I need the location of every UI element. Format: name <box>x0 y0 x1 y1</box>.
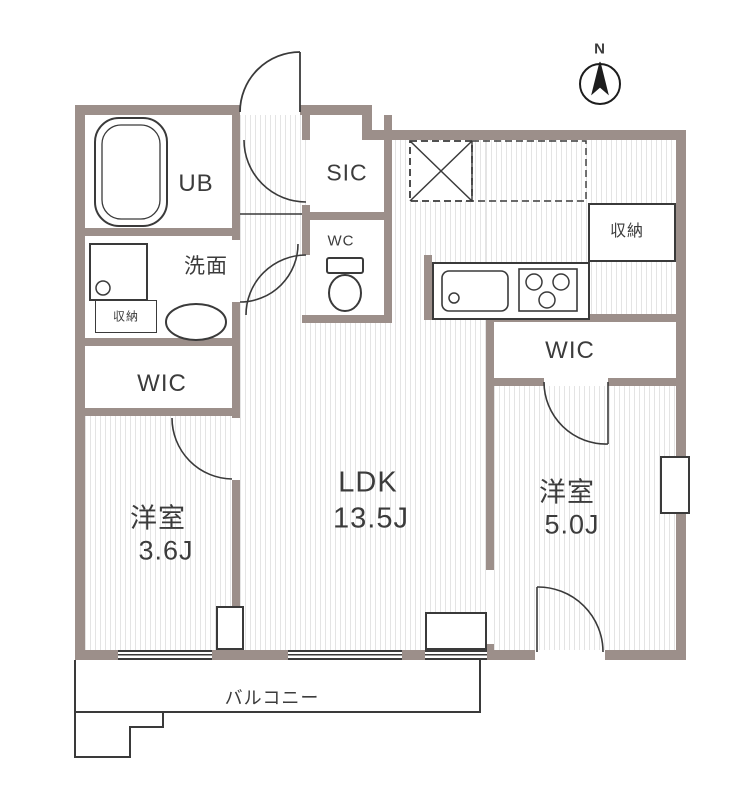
label-ldk-size: 13.5J <box>333 502 409 535</box>
label-washroom: 洗面 <box>184 255 228 278</box>
label-bedroom-left: 洋室 <box>130 503 186 534</box>
wall-left-column-lower <box>232 480 240 650</box>
label-wic-right: WIC <box>545 337 595 364</box>
wall-wic-right-bottom-b <box>608 378 676 386</box>
wall-outer-right <box>676 130 686 660</box>
wall-outer-top-right <box>362 130 686 140</box>
bedroom-left-door-leaf <box>216 606 244 650</box>
storage-right-box <box>588 203 676 262</box>
label-toilet: WC <box>327 232 355 250</box>
room-wic-left <box>85 346 232 408</box>
wall-sic-left-b <box>302 205 310 255</box>
label-bedroom-right: 洋室 <box>539 477 595 508</box>
label-shoe-closet: SIC <box>326 159 368 186</box>
balcony-door-leaf <box>425 612 487 650</box>
wall-left-column-mid <box>232 302 240 418</box>
wall-ldk-bedroom-right-upper <box>486 314 494 570</box>
wall-outer-top-left <box>75 105 240 115</box>
wall-bath-washroom <box>85 228 232 236</box>
wall-sic-wc-divider <box>302 212 392 220</box>
north-compass-icon <box>579 63 621 105</box>
wall-outer-step <box>362 105 372 140</box>
kitchen-counter <box>432 262 590 320</box>
wall-washroom-wic <box>85 338 232 346</box>
label-bedroom-right-size: 5.0J <box>544 509 600 540</box>
label-north: N <box>594 40 606 58</box>
wall-wic-bedroom-left <box>85 408 232 416</box>
right-bay-window <box>660 456 690 514</box>
label-unit-bath: UB <box>178 170 214 197</box>
label-storage-right: 収納 <box>609 223 645 240</box>
door-arc-entrance <box>239 51 301 113</box>
label-bedroom-left-size: 3.6J <box>138 535 194 566</box>
label-balcony: バルコニー <box>224 688 320 708</box>
building-step-outline <box>74 712 164 758</box>
window-bedroom-left <box>118 650 212 660</box>
label-storage-left: 収納 <box>112 309 140 324</box>
north-arrow-icon <box>591 61 609 96</box>
wall-sic-left-a <box>302 115 310 140</box>
wall-outer-top-mid <box>300 105 372 115</box>
wall-ldk-bedroom-right-lower <box>486 644 494 650</box>
window-ldk <box>288 650 402 660</box>
label-wic-left: WIC <box>137 370 187 397</box>
wall-wic-right-bottom-a <box>486 378 544 386</box>
room-wic-right <box>494 322 676 378</box>
storage-left-box <box>95 300 157 333</box>
balcony-door-opening <box>425 650 487 660</box>
opening-bedroom-right-bottom <box>535 650 605 660</box>
wall-wc-bottom <box>302 315 392 323</box>
wall-kitchen-stub <box>424 255 432 320</box>
label-ldk: LDK <box>338 466 398 499</box>
wall-left-column-upper <box>232 105 240 240</box>
wall-outer-left <box>75 105 85 660</box>
